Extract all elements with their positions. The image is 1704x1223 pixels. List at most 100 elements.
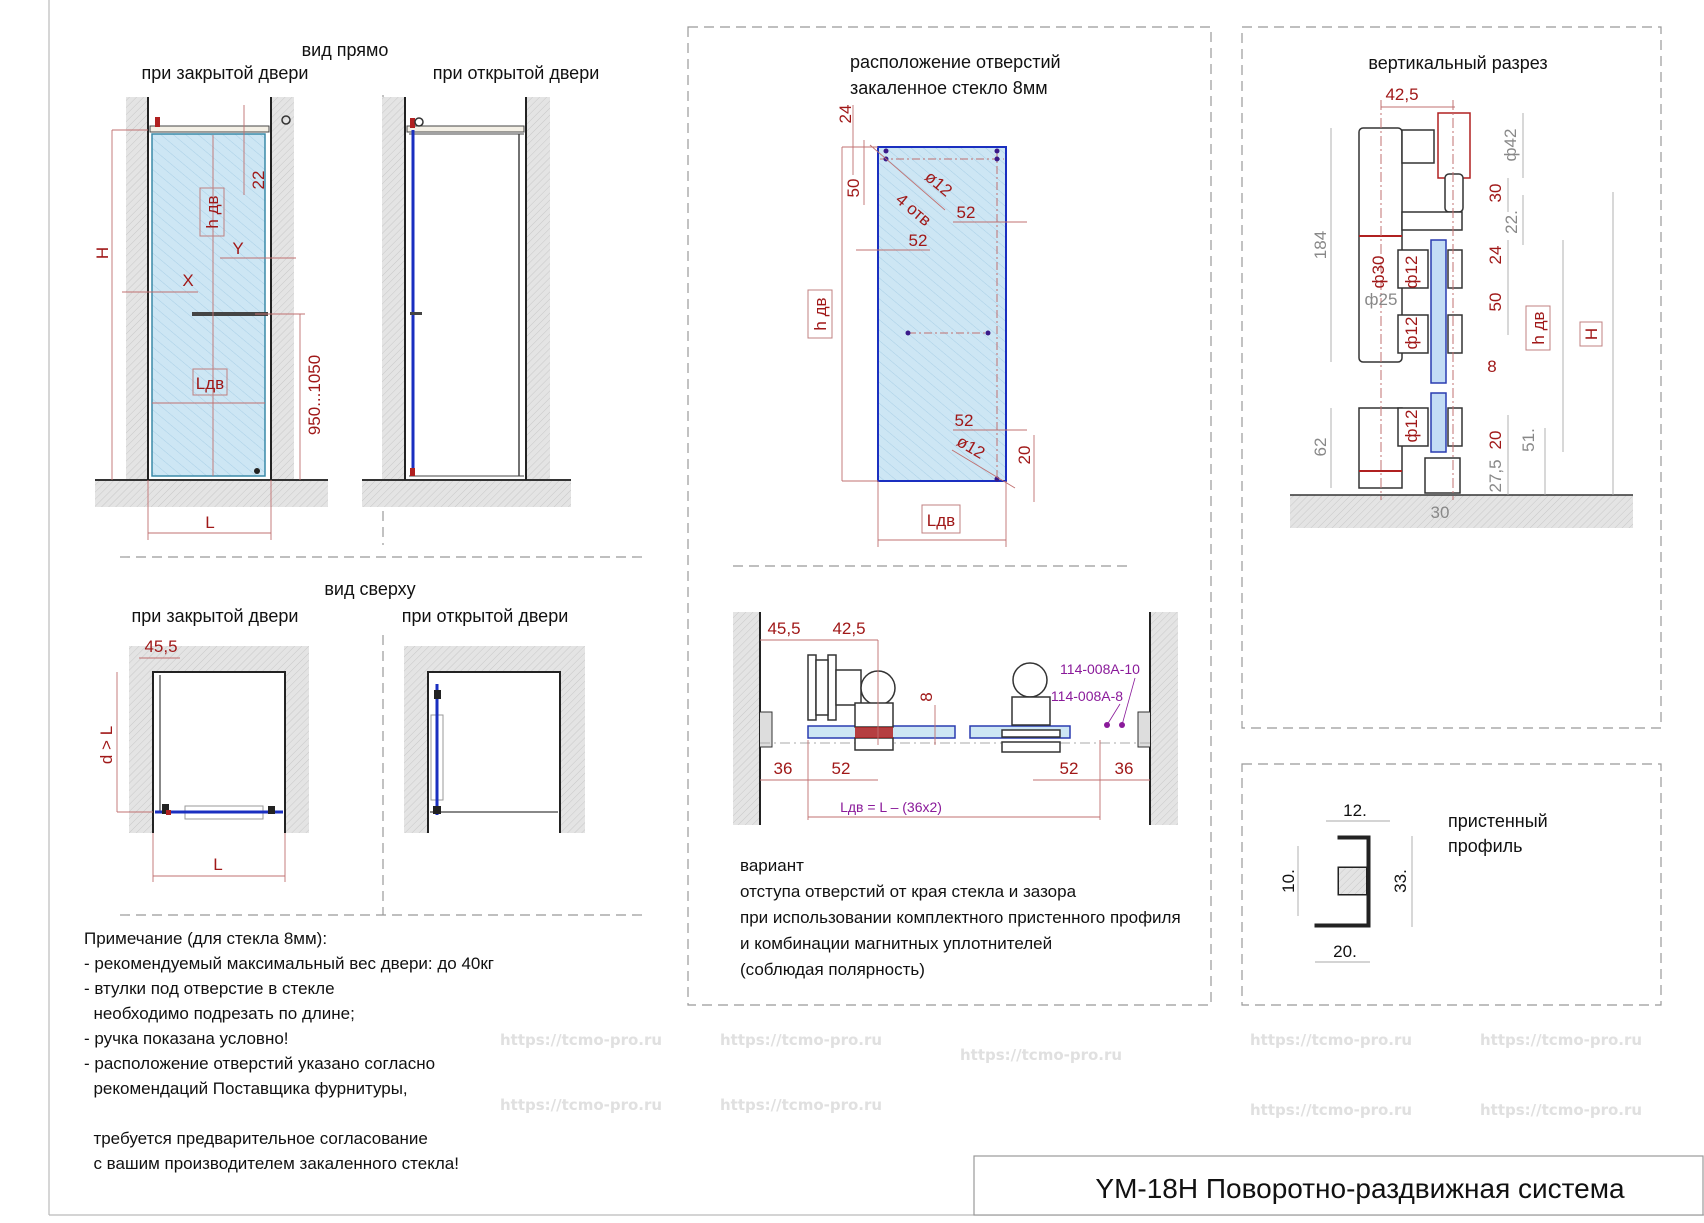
dim-glass-8-vert: 8	[1487, 357, 1496, 376]
dim-20-vert: 20	[1486, 431, 1505, 450]
front-view: вид прямо при закрытой двери при открыто…	[93, 40, 599, 540]
dim-184: 184	[1311, 231, 1330, 259]
open-door-top	[404, 646, 585, 833]
dim-f12-b: ф12	[1402, 317, 1421, 350]
dim-Y: Y	[232, 239, 243, 258]
dim-L-door-formula: Lдв = L – (36x2)	[840, 799, 942, 815]
watermark-text: https://tcmo-pro.ru	[960, 1046, 1122, 1064]
dim-52-left: 52	[909, 231, 928, 250]
handle	[192, 312, 268, 316]
note-line: Примечание (для стекла 8мм):	[84, 929, 327, 948]
dim-27-5: 27,5	[1486, 459, 1505, 492]
dim-L-top: L	[213, 855, 222, 874]
variant-line: и комбинации магнитных уплотнителей	[740, 934, 1052, 953]
dim-f25: ф25	[1365, 290, 1398, 309]
dim-52-left-plan: 52	[832, 759, 851, 778]
variant-line: вариант	[740, 856, 804, 875]
dim-L-door-holes: Lдв	[927, 511, 955, 530]
dim-45-5-plan: 45,5	[767, 619, 800, 638]
part-label-114-008A-8: 114-008A-8	[1051, 688, 1123, 704]
variant-line: (соблюдая полярность)	[740, 960, 925, 979]
dim-X: X	[182, 271, 193, 290]
drawing-title: YM-18H Поворотно-раздвижная система	[1095, 1173, 1625, 1204]
dim-52-right-plan: 52	[1060, 759, 1079, 778]
watermarks: https://tcmo-pro.ru https://tcmo-pro.ru …	[500, 1031, 1642, 1119]
top-view-heading: вид сверху	[324, 579, 415, 599]
dim-22-vert: 22.	[1502, 210, 1521, 234]
dim-42-5-plan: 42,5	[832, 619, 865, 638]
dim-L-door: Lдв	[196, 374, 224, 393]
holes-view: расположение отверстий закаленное стекло…	[807, 52, 1061, 547]
dim-51: 51.	[1519, 428, 1538, 452]
dim-f12-a: ф12	[1402, 256, 1421, 289]
dim-50-vert: 50	[1486, 293, 1505, 312]
dim-10-profile: 10.	[1279, 869, 1298, 893]
closed-door-front: H L 22 h дв Y X Lдв 950...1050	[93, 97, 328, 540]
wall-profile: 12. 10. 33. 20. пристенный профиль	[1279, 801, 1548, 963]
front-open-label: при открытой двери	[433, 63, 600, 83]
watermark-text: https://tcmo-pro.ru	[500, 1031, 662, 1049]
dim-f30: ф30	[1369, 256, 1388, 289]
watermark-text: https://tcmo-pro.ru	[1250, 1101, 1412, 1119]
dim-H: H	[93, 247, 112, 259]
note-line: - втулки под отверстие в стекле	[84, 979, 335, 998]
dim-handle-height: 950...1050	[305, 355, 324, 435]
title-block: YM-18H Поворотно-раздвижная система	[973, 1155, 1704, 1216]
wall-profile-label-1: пристенный	[1448, 811, 1548, 831]
dim-24-vert: 24	[1486, 246, 1505, 265]
dim-45-5: 45,5	[144, 637, 177, 656]
part-label-114-008A-10: 114-008A-10	[1060, 661, 1140, 677]
top-view: вид сверху при закрытой двери при открыт…	[97, 579, 585, 882]
vertical-section: вертикальный разрез	[1290, 53, 1633, 528]
note-line: - ручка показана условно!	[84, 1029, 289, 1048]
dim-36-left: 36	[774, 759, 793, 778]
variant-line: отступа отверстий от края стекла и зазор…	[740, 882, 1077, 901]
dim-52-right-bottom: 52	[955, 411, 974, 430]
note-line: требуется предварительное согласование	[84, 1129, 428, 1148]
dim-L: L	[205, 513, 214, 532]
dim-30-vert: 30	[1486, 184, 1505, 203]
top-closed-label: при закрытой двери	[132, 606, 299, 626]
closed-door-top: 45,5 d > L L	[97, 637, 309, 882]
front-view-heading: вид прямо	[302, 40, 389, 60]
dim-52-right-top: 52	[957, 203, 976, 222]
vertical-section-heading: вертикальный разрез	[1368, 53, 1547, 73]
top-open-label: при открытой двери	[402, 606, 569, 626]
dim-20: 20	[1015, 446, 1034, 465]
dim-36-right: 36	[1115, 759, 1134, 778]
dim-50: 50	[844, 179, 863, 198]
dim-20-profile: 20.	[1333, 942, 1357, 961]
dim-62: 62	[1311, 438, 1330, 457]
dim-22: 22	[249, 171, 268, 190]
note-line: - рекомендуемый максимальный вес двери: …	[84, 954, 494, 973]
dim-h-door-holes: h дв	[811, 297, 830, 330]
note-line: - расположение отверстий указано согласн…	[84, 1054, 435, 1073]
watermark-text: https://tcmo-pro.ru	[1480, 1031, 1642, 1049]
watermark-text: https://tcmo-pro.ru	[1480, 1101, 1642, 1119]
dim-h-door-vert: h дв	[1529, 311, 1548, 344]
wall-profile-label-2: профиль	[1448, 836, 1523, 856]
dim-42-5-vert: 42,5	[1385, 85, 1418, 104]
watermark-text: https://tcmo-pro.ru	[720, 1031, 882, 1049]
notes: Примечание (для стекла 8мм): - рекоменду…	[84, 929, 494, 1173]
holes-heading-1: расположение отверстий	[850, 52, 1061, 72]
note-line: необходимо подрезать по длине;	[84, 1004, 355, 1023]
dim-h-door: h дв	[203, 195, 222, 228]
dim-33-profile: 33.	[1391, 869, 1410, 893]
watermark-text: https://tcmo-pro.ru	[1250, 1031, 1412, 1049]
front-closed-label: при закрытой двери	[142, 63, 309, 83]
open-door-front	[362, 97, 571, 507]
watermark-text: https://tcmo-pro.ru	[500, 1096, 662, 1114]
plan-section: 45,5 42,5 8 114-008A-10 114-008A-8 36 52…	[733, 612, 1181, 979]
note-line: с вашим производителем закаленного стекл…	[84, 1154, 459, 1173]
dim-f12-c: ф12	[1402, 410, 1421, 443]
variant-line: при использовании комплектного пристенно…	[740, 908, 1181, 927]
watermark-text: https://tcmo-pro.ru	[720, 1096, 882, 1114]
dim-30-bottom: 30	[1431, 503, 1450, 522]
dim-12-profile: 12.	[1343, 801, 1367, 820]
dim-glass-8: 8	[917, 692, 936, 701]
holes-heading-2: закаленное стекло 8мм	[850, 78, 1048, 98]
dim-roller-42: ф42	[1501, 129, 1520, 162]
note-line: рекомендаций Поставщика фурнитуры,	[84, 1079, 408, 1098]
